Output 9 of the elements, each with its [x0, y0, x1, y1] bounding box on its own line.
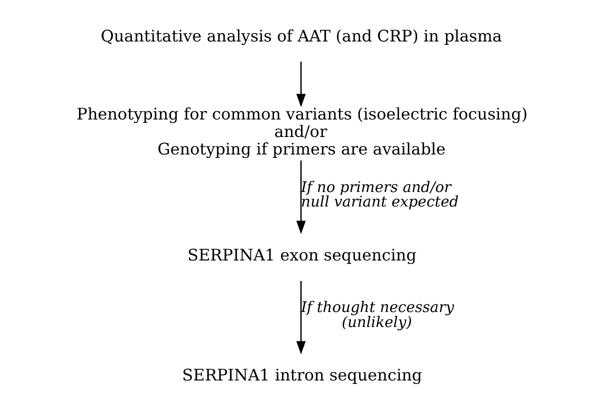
- edge-label: If thought necessary (unlikely): [301, 299, 454, 331]
- node-text: Quantitative analysis of AAT (and CRP) in plasma: [100, 26, 502, 46]
- arrow: [296, 160, 306, 234]
- arrow: [296, 62, 306, 108]
- edge-label: If no primers and/or null variant expected: [301, 179, 459, 211]
- node-text: Phenotyping for common variants (isoelectric focusing) and/or Genotyping if primers are available: [76, 104, 528, 158]
- node-text: SERPINA1 exon sequencing: [188, 246, 416, 265]
- arrow: [296, 280, 306, 354]
- node-text: SERPINA1 intron sequencing: [182, 366, 422, 385]
